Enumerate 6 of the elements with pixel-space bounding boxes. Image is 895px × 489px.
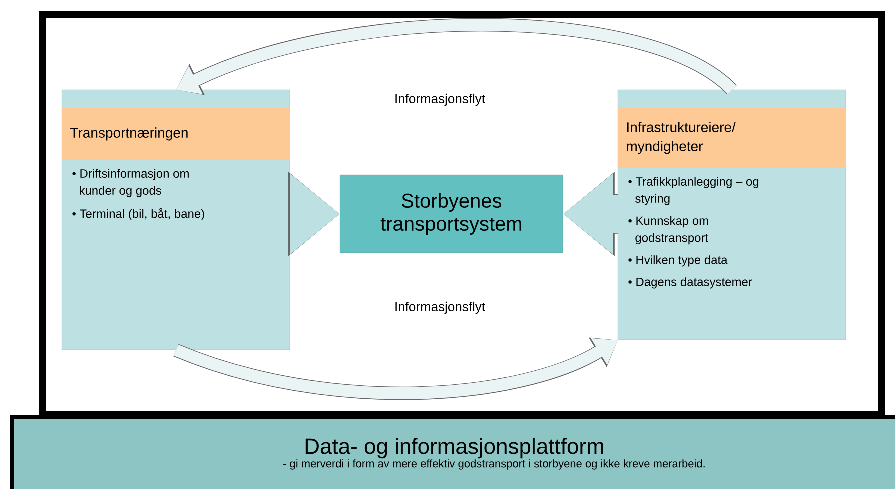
info-box: Infrastruktureiere/ myndigheter • Trafikkplanlegging – og styring • Kunnskap om godstransport • Hvilken type data • Dagens datasystemer: [618, 90, 846, 340]
info-box: Transportnæringen • Driftsinformasjon om kunder og gods • Terminal (bil, båt, bane): [62, 90, 290, 350]
platform-band: Data- og informasjonsplattform - gi merverdi i form av mere effektiv godstransport i storbyene og ikke kreve merarbeid.: [10, 415, 895, 489]
flow-label: Informasjonsflyt: [396, 94, 486, 106]
flow-label: Informasjonsflyt: [396, 302, 486, 314]
system-box: Storbyenes transportsystem: [340, 175, 564, 254]
